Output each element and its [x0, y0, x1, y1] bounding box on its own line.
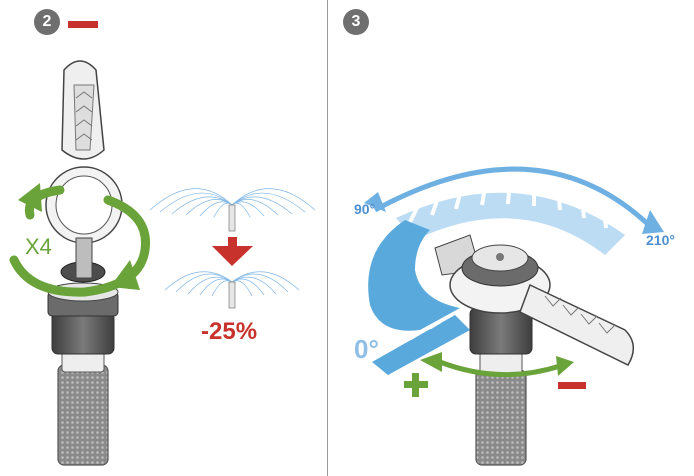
angle-zero-label: 0° [354, 334, 379, 365]
sprinkler-body-right [470, 308, 532, 465]
minus-sign-icon-right [558, 382, 586, 389]
angle-right-label: 210° [646, 232, 675, 248]
plus-sign-icon [404, 373, 428, 397]
minus-sign-icon [68, 21, 98, 28]
adjustment-tool-right [435, 235, 633, 365]
spray-pattern-full [150, 189, 315, 231]
step-3-badge: 3 [343, 9, 369, 35]
repeat-count-label: X4 [25, 234, 52, 260]
step-divider [327, 0, 328, 476]
down-arrow-icon [212, 237, 253, 266]
spray-pattern-reduced [165, 272, 299, 308]
reduction-label: -25% [201, 318, 257, 346]
adjustment-tool-left [46, 61, 122, 278]
step-2-badge: 2 [34, 9, 60, 35]
angle-left-label: 90° [354, 201, 375, 217]
